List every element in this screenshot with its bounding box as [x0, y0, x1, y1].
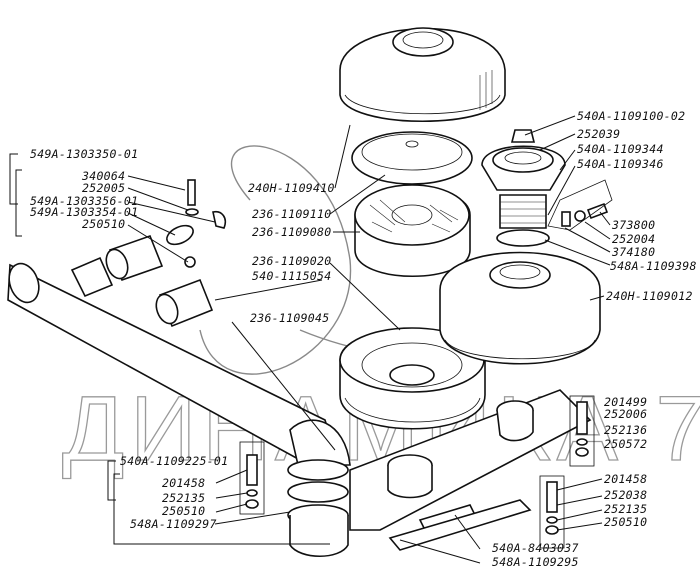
label-group-left-item: 252005	[82, 181, 125, 195]
label-filter-disk: 236-1109110	[252, 207, 331, 221]
leader-lines	[9, 115, 611, 564]
label-bracket-1: 540А-8403037	[492, 541, 579, 555]
label-housing-1: 236-1109020	[252, 254, 331, 268]
label-bolt-373800: 373800	[611, 218, 655, 232]
label-group-right-bottom-item: 201458	[604, 472, 647, 486]
label-group-bottom-left-item: 201458	[162, 476, 205, 490]
intake-tube-part	[7, 262, 351, 472]
label-group-left-item: 340064	[81, 169, 125, 183]
label-group-right-top-item: 201499	[604, 395, 647, 409]
label-lower-cap: 240Н-1109012	[606, 289, 693, 303]
label-washer-252004: 252004	[612, 232, 655, 246]
label-group-bottom-left-item: 252135	[162, 491, 205, 505]
hardware-box-right-bottom	[539, 475, 565, 549]
hardware-box-left	[239, 441, 265, 515]
label-group-bottom-left-item: 250510	[162, 504, 205, 518]
label-adapter-1: 540А-1109344	[577, 142, 664, 156]
hardware-box-right-top	[569, 395, 595, 467]
label-group-right-bottom-item: 252135	[604, 502, 647, 516]
label-group-right-top-item: 250572	[604, 437, 647, 451]
label-group-bottom-left-item: 548А-1109297	[130, 517, 217, 531]
label-washer-252039: 252039	[577, 127, 620, 141]
label-adapter-2: 540А-1109346	[577, 157, 664, 171]
label-tube: 236-1109045	[250, 311, 329, 325]
hardware-a-part	[547, 179, 613, 231]
label-group-right-bottom-item: 252038	[604, 488, 647, 502]
lower-cap-part	[439, 251, 601, 365]
label-group-right-top-item: 252006	[604, 407, 647, 421]
label-group-left-assembly: 549А-1303350-01	[30, 147, 138, 161]
filter-disk-part	[351, 131, 473, 185]
base-bracket-part	[349, 389, 592, 551]
label-group-left-item: 549А-1303356-01	[30, 194, 138, 208]
label-top-cap: 240Н-1109410	[248, 181, 335, 195]
label-group-right-bottom-item: 250510	[604, 515, 647, 529]
label-filter-element: 236-1109080	[252, 225, 331, 239]
flange-part	[287, 459, 349, 557]
watermark-swirl	[199, 145, 352, 375]
label-nut-374180: 374180	[611, 245, 655, 259]
label-group-right-top-item: 252136	[604, 423, 647, 437]
adapter-part	[481, 129, 566, 247]
label-bracket-2: 548А-1109295	[492, 555, 579, 569]
label-clamp-548a: 548А-1109398	[610, 259, 697, 273]
label-group-left-item: 250510	[82, 217, 125, 231]
label-wing-nut: 540А-1109100-02	[577, 109, 685, 123]
housing-part	[339, 327, 486, 430]
label-housing-2: 540-1115054	[252, 269, 331, 283]
label-group-left-item: 549А-1303354-01	[30, 205, 138, 219]
top-cap-part	[339, 27, 506, 123]
hoses-part	[70, 179, 227, 328]
label-group-bottom-left-assembly: 540А-1109225-01	[120, 454, 228, 468]
filter-element-part	[354, 184, 471, 278]
